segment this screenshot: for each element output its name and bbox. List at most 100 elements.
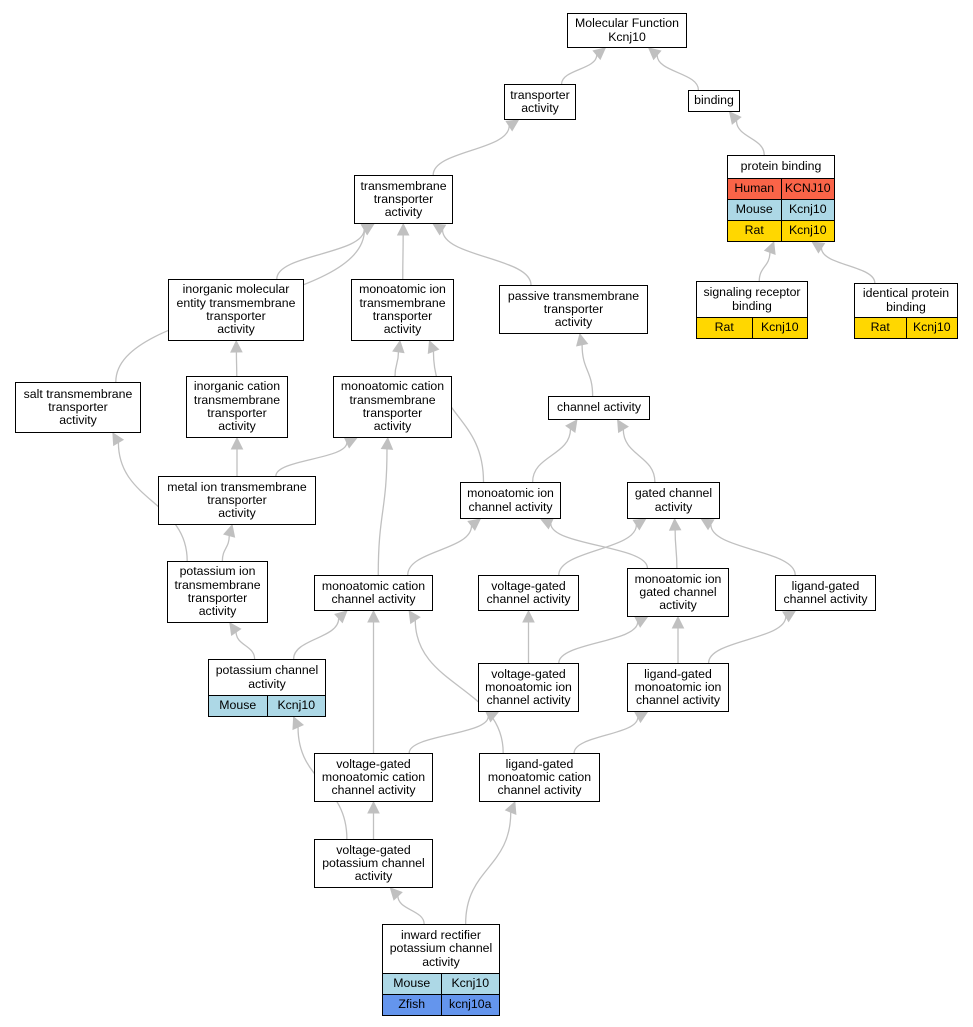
species-name: Rat: [714, 320, 734, 335]
node-channel: channel activity: [548, 396, 650, 420]
arrowhead: [334, 610, 348, 624]
species-row: Rat Kcnj10: [855, 317, 957, 338]
node-label: voltage-gated potassium channel activity: [322, 842, 425, 884]
node-label: passive transmembrane transporter activi…: [507, 288, 640, 330]
edge-protein_binding-to-binding: [735, 120, 765, 156]
node-gated-channel: gated channel activity: [627, 482, 720, 519]
edge-lg_mono_ion-to-lg_channel: [707, 616, 787, 664]
edge-potassium_tm-to-metal_ion: [221, 535, 230, 562]
arrowhead: [223, 523, 236, 538]
node-inward: inward rectifier potassium channel activ…: [382, 924, 500, 1016]
arrowhead: [112, 432, 125, 447]
arrowhead: [782, 610, 797, 623]
node-binding: binding: [688, 90, 740, 112]
edge-channel-to-passive: [581, 344, 594, 397]
node-passive: passive transmembrane transporter activi…: [499, 285, 648, 334]
edge-metal_ion-to-mono_cation_tm: [275, 442, 348, 477]
arrowhead: [432, 223, 447, 236]
edge-inorg_mol-to-tm_transporter: [276, 229, 365, 280]
arrowhead: [360, 223, 375, 236]
species-name: Mouse: [219, 698, 257, 713]
edge-lg_mono_cation-to-mono_cation_channel: [414, 620, 504, 754]
node-label: ligand-gated channel activity: [783, 578, 868, 606]
edge-mono_ion_channel-to-mono_ion_tm: [432, 351, 485, 483]
arrowhead: [763, 240, 776, 255]
arrowhead: [229, 622, 242, 637]
node-mono-ion-gated: monoatomic ion gated channel activity: [627, 568, 729, 617]
arrowhead: [292, 715, 305, 731]
edge-vg_channel-to-gated_channel: [558, 524, 638, 576]
gene-symbol: Kcnj10: [440, 974, 500, 994]
edge-transporter-to-mf: [560, 54, 598, 85]
edge-mono_cation_channel-to-mono_cation_tm: [377, 448, 388, 576]
arrowhead: [592, 47, 607, 61]
node-label: monoatomic ion gated channel activity: [634, 571, 722, 613]
node-label: channel activity: [556, 400, 642, 415]
species-name: Mouse: [393, 976, 431, 991]
arrowhead: [230, 436, 244, 450]
node-label: ligand-gated monoatomic ion channel acti…: [634, 666, 722, 708]
arrowhead: [408, 610, 421, 625]
gene-symbol: KCNJ10: [780, 179, 835, 199]
edge-signaling-to-protein_binding: [758, 252, 771, 282]
arrowhead: [728, 111, 742, 125]
arrowhead: [632, 518, 647, 531]
node-vg-channel: voltage-gated channel activity: [478, 575, 579, 611]
arrowhead: [634, 616, 649, 628]
arrowhead: [504, 800, 517, 816]
node-label: salt transmembrane transporter activity: [23, 386, 133, 428]
arrowhead: [647, 47, 662, 61]
edge-lg_channel-to-gated_channel: [710, 524, 796, 576]
edge-mono_cation_channel-to-mono_ion_channel: [407, 525, 473, 576]
arrowhead: [392, 339, 405, 354]
species-name: Rat: [744, 223, 764, 238]
edge-potassium_tm-to-salt: [117, 442, 188, 562]
arrowhead: [367, 800, 380, 814]
node-label: monoatomic ion transmembrane transporter…: [359, 282, 446, 337]
edge-potassium_channel-to-mono_cation_channel: [292, 618, 340, 660]
edge-potassium_channel-to-potassium_tm: [235, 631, 256, 660]
edge-tm_transporter-to-transporter: [432, 125, 510, 176]
arrowhead: [634, 711, 649, 724]
node-label: transporter activity: [510, 87, 570, 115]
gene-symbol: Kcnj10: [905, 318, 958, 338]
node-label: inward rectifier potassium channel activ…: [389, 928, 493, 969]
node-label: monoatomic ion channel activity: [467, 486, 554, 514]
arrowhead: [467, 518, 482, 532]
edge-mono_cation_tm-to-mono_ion_tm: [394, 351, 400, 377]
node-label: Molecular Function Kcnj10: [575, 16, 679, 44]
arrowhead: [230, 339, 243, 353]
arrowhead: [367, 609, 380, 623]
node-mono-cation-channel: monoatomic cation channel activity: [314, 575, 433, 611]
node-label: voltage-gated channel activity: [486, 578, 571, 606]
edge-binding-to-mf: [656, 54, 700, 91]
node-label: gated channel activity: [634, 486, 713, 514]
edge-identical-to-protein_binding: [820, 247, 876, 284]
species-name: Mouse: [735, 202, 773, 217]
node-lg-mono-cation: ligand-gated monoatomic cation channel a…: [479, 753, 600, 802]
node-label: voltage-gated monoatomic cation channel …: [321, 756, 426, 798]
edge-lg_mono_cation-to-lg_mono_ion: [573, 717, 639, 754]
arrowhead: [668, 517, 682, 531]
gene-symbol: kcnj10a: [440, 995, 500, 1015]
gene-symbol: Kcnj10: [780, 200, 835, 220]
arrowhead: [565, 419, 578, 434]
node-label: voltage-gated monoatomic ion channel act…: [485, 666, 572, 708]
edge-mono_ion_gated-to-gated_channel: [674, 529, 678, 569]
node-label: potassium ion transmembrane transporter …: [174, 564, 261, 619]
arrowhead: [576, 332, 589, 347]
species-name: Rat: [870, 320, 890, 335]
node-label: protein binding: [740, 159, 822, 174]
arrowhead: [522, 609, 535, 623]
arrowhead: [389, 887, 403, 901]
node-mono-cation-tm: monoatomic cation transmembrane transpor…: [333, 376, 452, 438]
species-name: Zfish: [398, 997, 426, 1012]
